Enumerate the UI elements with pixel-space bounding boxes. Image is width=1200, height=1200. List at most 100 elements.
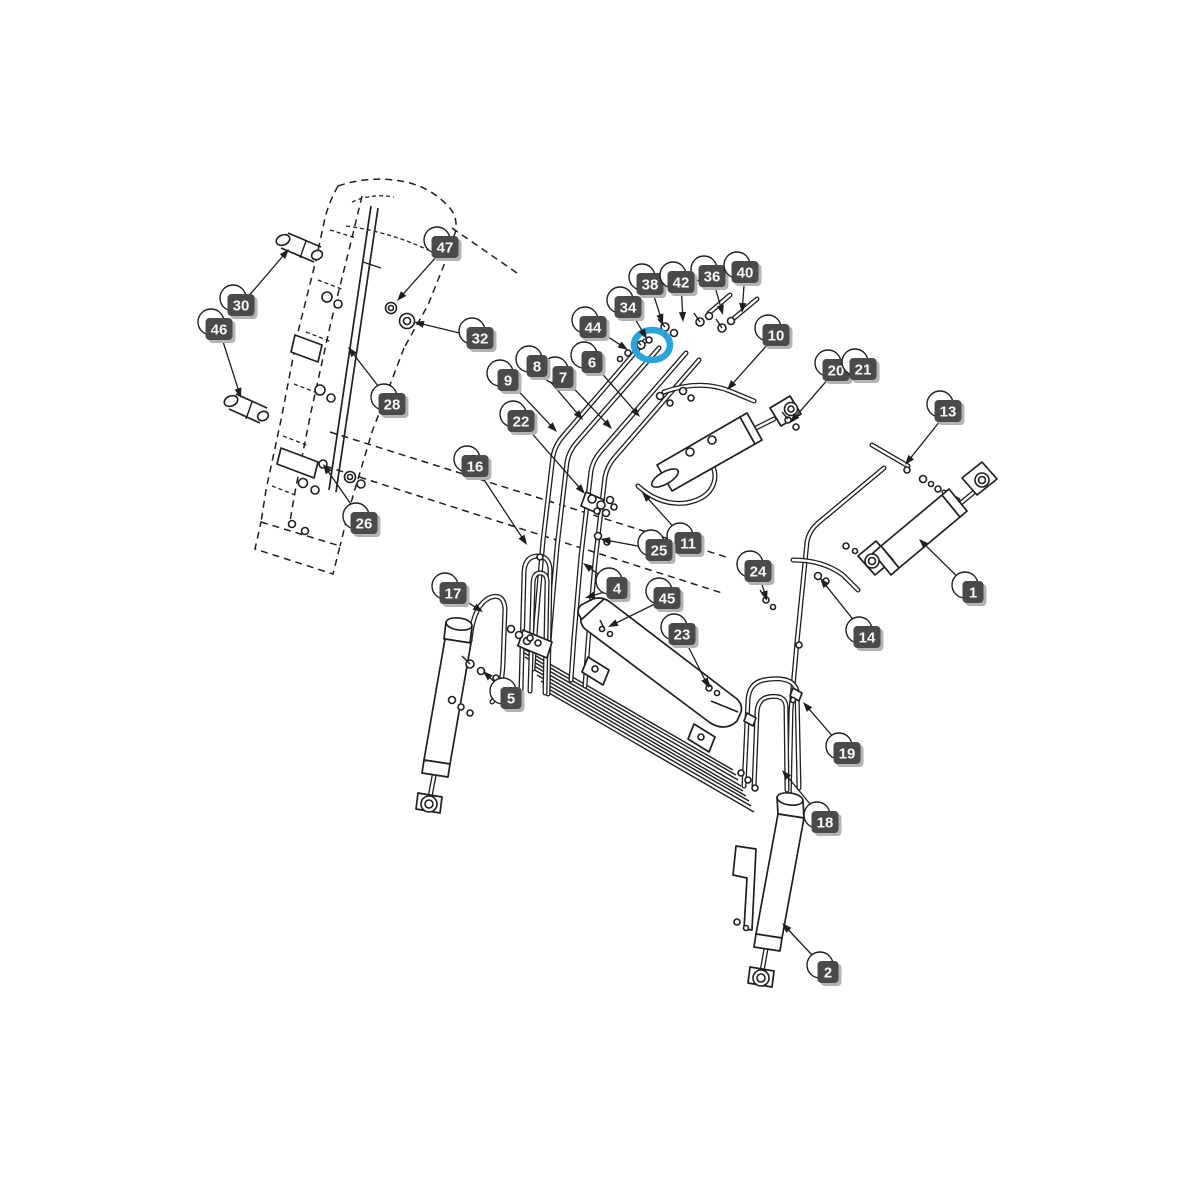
fitting <box>593 507 601 515</box>
leader-arrow-22 <box>575 484 585 494</box>
tube-core <box>752 695 789 792</box>
fitting <box>842 542 850 550</box>
badge <box>698 265 726 287</box>
fitting <box>321 291 333 303</box>
tube-core <box>760 947 768 973</box>
badge-number: 2 <box>824 965 832 982</box>
fitting <box>977 475 987 485</box>
component-shape <box>421 759 451 778</box>
phantom-detail <box>345 195 429 251</box>
fitting-stem <box>715 318 723 329</box>
part-label-17: 17 <box>431 572 470 607</box>
fitting-stem <box>245 401 253 420</box>
component-shape <box>732 845 757 931</box>
badge <box>811 811 839 833</box>
fitting-stem <box>461 655 471 665</box>
badge-number: 45 <box>659 591 676 608</box>
phantom-outline <box>451 227 518 274</box>
leader-arrow-10 <box>727 380 737 390</box>
badge <box>833 742 861 764</box>
fitting <box>384 301 398 315</box>
fitting-stem <box>657 318 666 328</box>
fitting <box>587 494 597 504</box>
component-shape <box>872 545 900 576</box>
tube-core <box>742 677 801 790</box>
leader-arrow-7 <box>602 419 612 429</box>
leader-arrow-4 <box>583 563 594 572</box>
fitting <box>514 630 524 640</box>
part-label-45: 45 <box>645 577 684 612</box>
component-shape <box>335 207 379 493</box>
component-shape <box>276 447 319 479</box>
leader-arrow-38 <box>656 313 664 324</box>
part-label-14: 14 <box>845 616 884 651</box>
leader-arrow-11 <box>642 492 652 502</box>
leader-arrow-25 <box>600 537 611 545</box>
badge-number: 22 <box>513 414 530 431</box>
badge <box>614 296 642 318</box>
badge <box>350 512 378 534</box>
fitting-stem <box>781 411 789 420</box>
part-label-47: 47 <box>423 226 462 261</box>
part-label-26: 26 <box>342 502 381 537</box>
badge <box>439 582 467 604</box>
tube-core <box>731 297 759 321</box>
leader-arrow-19 <box>803 702 813 712</box>
badge-number: 26 <box>356 516 373 533</box>
badge <box>431 236 459 258</box>
fitting <box>666 399 674 407</box>
hose-bundle-line <box>532 668 744 792</box>
leader-arrow-6 <box>630 407 640 417</box>
tube-core <box>545 346 661 676</box>
fitting <box>447 695 457 705</box>
component-shape <box>743 712 757 727</box>
badge-number: 23 <box>674 627 691 644</box>
badge-number: 8 <box>533 359 541 376</box>
fitting-stem <box>693 312 701 323</box>
badge <box>526 355 548 377</box>
part-label-4: 4 <box>595 567 631 602</box>
badge-number: 36 <box>704 269 721 286</box>
fitting <box>343 470 357 484</box>
badge <box>466 327 494 349</box>
fitting <box>934 485 942 493</box>
part-label-19: 19 <box>825 732 864 767</box>
component-cap <box>776 791 804 807</box>
fitting <box>707 435 717 445</box>
fitting <box>457 703 465 711</box>
fitting <box>420 795 438 813</box>
component-shape <box>880 494 961 569</box>
badge-number: 16 <box>467 459 484 476</box>
badge <box>934 400 962 422</box>
fitting <box>606 630 614 638</box>
fitting <box>326 393 336 403</box>
fitting <box>605 495 615 505</box>
badge-number: 47 <box>437 240 454 257</box>
badge <box>378 393 406 415</box>
hose-bundle-line <box>520 650 737 776</box>
tube-core <box>531 339 647 671</box>
badge-number: 46 <box>211 322 228 339</box>
badge <box>500 687 522 709</box>
badge-number: 10 <box>768 328 785 345</box>
badge <box>497 369 519 391</box>
badge <box>581 351 603 373</box>
phantom-outline <box>324 465 723 594</box>
badge <box>667 271 695 293</box>
badge-number: 1 <box>969 585 977 602</box>
badge <box>227 294 255 316</box>
leader-arrow-18 <box>782 770 792 781</box>
hose-bundle-line <box>540 680 750 802</box>
fitting <box>287 519 297 529</box>
component-shape <box>941 488 968 518</box>
badge-number: 19 <box>839 746 856 763</box>
fitting <box>687 394 695 402</box>
phantom-outline <box>288 195 363 528</box>
badge <box>645 539 673 561</box>
part-label-10: 10 <box>754 314 793 349</box>
fitting <box>300 526 310 536</box>
leader-arrow-9 <box>547 422 557 432</box>
fitting <box>536 553 544 561</box>
badge-number: 42 <box>673 275 690 292</box>
